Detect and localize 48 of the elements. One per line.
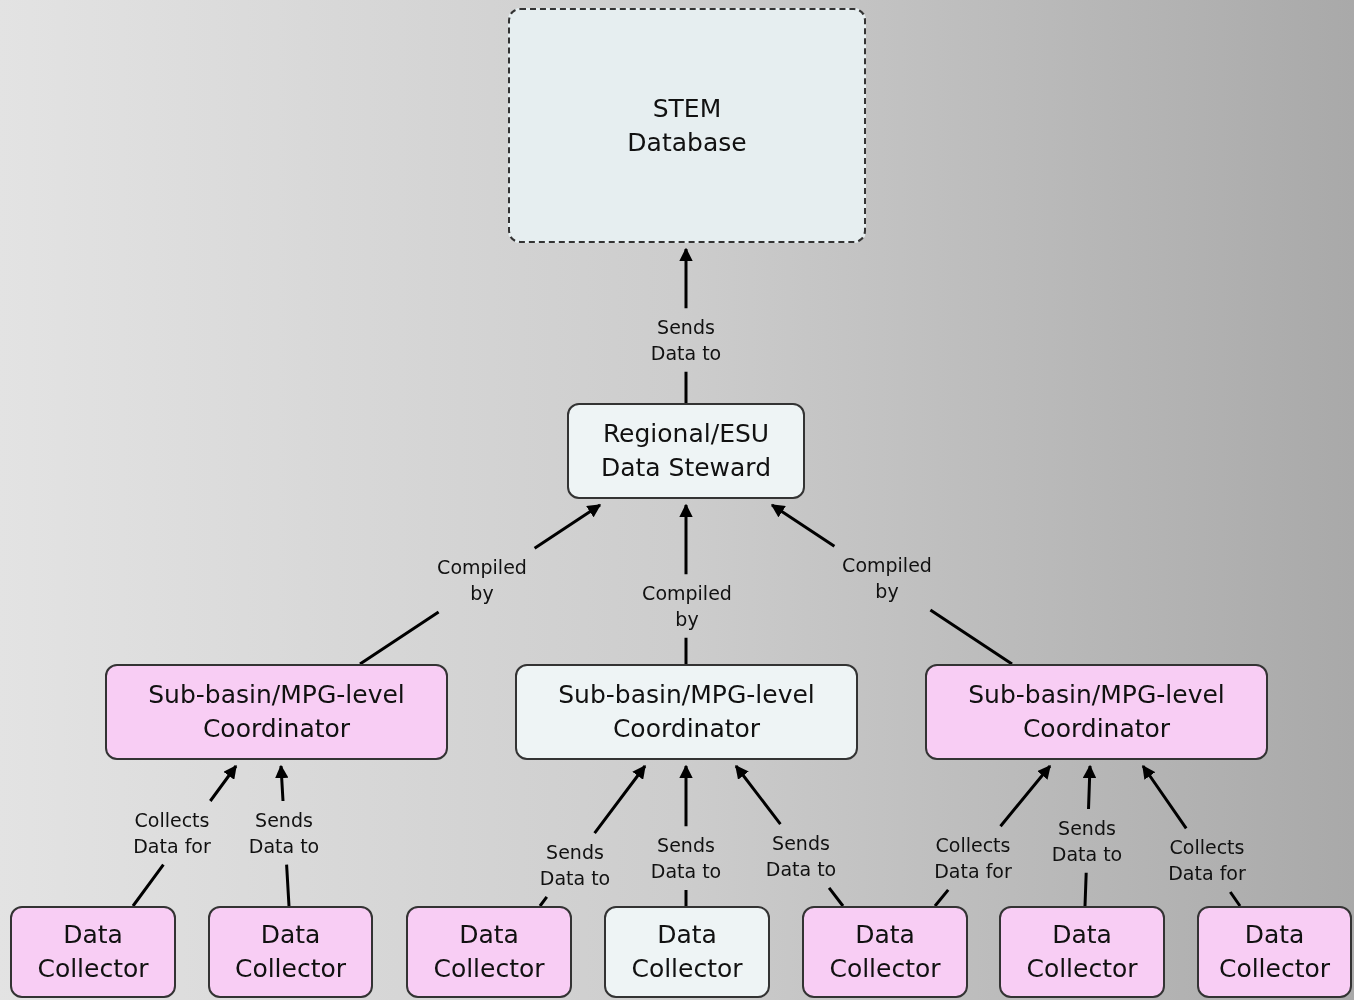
arrow xyxy=(131,764,238,908)
arrow xyxy=(358,503,602,666)
edge-label: Collects Data for xyxy=(933,833,1013,884)
role-box xyxy=(10,906,176,998)
role-box xyxy=(802,906,968,998)
edge-label: Sends Data to xyxy=(538,840,612,891)
edge-label: Compiled by xyxy=(841,553,933,604)
role-box xyxy=(515,664,858,760)
role-box xyxy=(999,906,1165,998)
node-label: Data Collector xyxy=(36,919,150,985)
role-box xyxy=(1197,906,1352,998)
node-label: Data Collector xyxy=(432,919,546,985)
arrow xyxy=(679,503,693,666)
arrow xyxy=(274,764,291,908)
node-label: Data Collector xyxy=(828,919,942,985)
edge-label: Sends Data to xyxy=(247,808,321,859)
edge-label: Collects Data for xyxy=(1167,835,1247,886)
edge-label: Sends Data to xyxy=(1050,816,1124,867)
edge-label: Compiled by xyxy=(436,555,528,606)
node-label: Data Collector xyxy=(1217,919,1332,985)
arrow xyxy=(1082,764,1097,908)
arrow xyxy=(933,764,1052,908)
edge-label: Sends Data to xyxy=(764,831,838,882)
role-box xyxy=(925,664,1268,760)
edge-label: Compiled by xyxy=(641,581,733,632)
node-label: Regional/ESU Data Steward xyxy=(599,418,773,484)
arrow xyxy=(770,503,1014,666)
edge-label: Sends Data to xyxy=(649,833,723,884)
node-label: Data Collector xyxy=(630,919,744,985)
arrow xyxy=(734,764,845,908)
arrow xyxy=(679,247,693,405)
role-box xyxy=(208,906,373,998)
arrow xyxy=(538,764,647,908)
node-label: Data Collector xyxy=(1025,919,1139,985)
role-box xyxy=(567,403,805,499)
role-box xyxy=(406,906,572,998)
edge-label: Collects Data for xyxy=(132,808,212,859)
node-label: STEM Database xyxy=(626,92,748,159)
arrow xyxy=(1141,764,1242,908)
arrow xyxy=(679,764,693,908)
database-box xyxy=(508,8,866,243)
node-label: Sub-basin/MPG-level Coordinator xyxy=(967,679,1226,745)
node-label: Data Collector xyxy=(233,919,348,985)
node-label: Sub-basin/MPG-level Coordinator xyxy=(147,679,406,745)
role-box xyxy=(604,906,770,998)
node-label: Sub-basin/MPG-level Coordinator xyxy=(557,679,816,745)
edge-label: Sends Data to xyxy=(649,315,723,366)
role-box xyxy=(105,664,448,760)
